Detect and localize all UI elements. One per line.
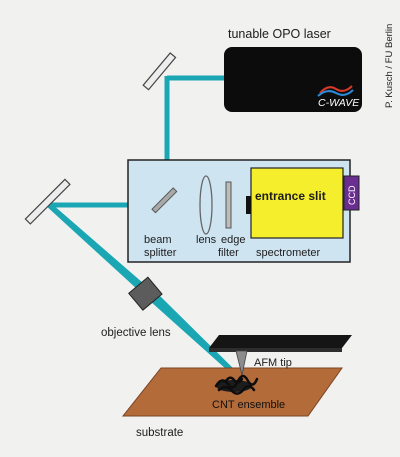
laser-brand: C-WAVE xyxy=(318,97,360,109)
entrance-slit-label: entrance slit xyxy=(255,189,326,203)
objective-lens xyxy=(128,276,163,311)
ccd-label: CCD xyxy=(347,185,357,205)
lens xyxy=(199,175,213,235)
edge-filter-label-1: edge xyxy=(221,234,245,246)
afm-cantilever xyxy=(209,335,352,352)
beam-splitter xyxy=(151,187,178,214)
c-wave-logo: C-WAVE xyxy=(317,85,360,109)
focused-beam xyxy=(150,296,241,378)
spectrometer-box xyxy=(250,167,344,239)
beam-splitter-label-2: splitter xyxy=(144,247,177,259)
substrate-label: substrate xyxy=(136,427,183,439)
cnt-ensemble-label: CNT ensemble xyxy=(212,399,285,411)
ccd xyxy=(343,175,360,211)
edge-filter-label-2: filter xyxy=(218,247,239,259)
slit-marker xyxy=(246,196,251,214)
objective-lens-label: objective lens xyxy=(101,327,171,339)
lens-label: lens xyxy=(196,234,217,246)
cnt-ensemble xyxy=(214,374,259,395)
left-mirror xyxy=(24,178,71,225)
beam-to-objective xyxy=(44,204,158,300)
beam-splitter-label-1: beam xyxy=(144,234,172,246)
photo-credit: P. Kusch / FU Berlin xyxy=(384,24,395,108)
edge-filter xyxy=(225,181,232,229)
laser-label: tunable OPO laser xyxy=(228,27,331,41)
afm-tip-label: AFM tip xyxy=(254,357,292,369)
afm-tip xyxy=(235,350,248,376)
opo-laser xyxy=(224,47,362,112)
spectrometer-label: spectrometer xyxy=(256,247,321,259)
top-mirror xyxy=(142,52,177,91)
